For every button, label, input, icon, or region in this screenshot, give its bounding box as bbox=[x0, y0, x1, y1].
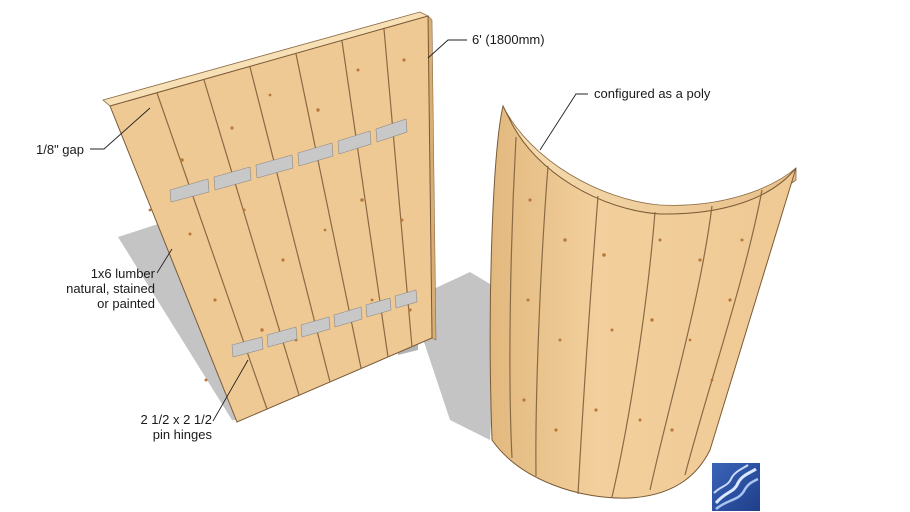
leader-configured bbox=[539, 93, 588, 151]
label-lumber-line3: or painted bbox=[97, 296, 155, 311]
label-gap: 1/8" gap bbox=[36, 142, 84, 157]
curved-panel-knots bbox=[522, 198, 744, 432]
label-hinges-line2: pin hinges bbox=[152, 427, 212, 442]
flat-panel-bottom-hinges bbox=[231, 289, 418, 358]
leader-hinges bbox=[212, 359, 249, 422]
flat-panel-top-hinges bbox=[169, 118, 408, 203]
label-configured-as-poly: configured as a poly bbox=[594, 86, 711, 101]
label-hinges-line1: 2 1/2 x 2 1/2 bbox=[140, 412, 212, 427]
flat-door-panel bbox=[102, 11, 437, 423]
label-height: 6' (1800mm) bbox=[472, 32, 545, 47]
leader-lumber bbox=[156, 248, 173, 274]
leader-height bbox=[427, 39, 467, 59]
label-lumber-line2: natural, stained bbox=[66, 281, 155, 296]
curved-panel-board-seams bbox=[509, 136, 763, 498]
flat-panel-knots bbox=[148, 58, 412, 382]
curved-door-panel bbox=[489, 104, 797, 499]
label-lumber: 1x6 lumber natural, stained or painted bbox=[50, 266, 155, 311]
label-lumber-line1: 1x6 lumber bbox=[90, 266, 155, 281]
leader-gap bbox=[90, 107, 151, 150]
sketchup-warehouse-logo-icon bbox=[712, 463, 760, 511]
label-hinges: 2 1/2 x 2 1/2 pin hinges bbox=[120, 412, 212, 442]
annotation-leader-lines bbox=[90, 39, 588, 422]
flat-panel-shadow bbox=[118, 224, 240, 420]
